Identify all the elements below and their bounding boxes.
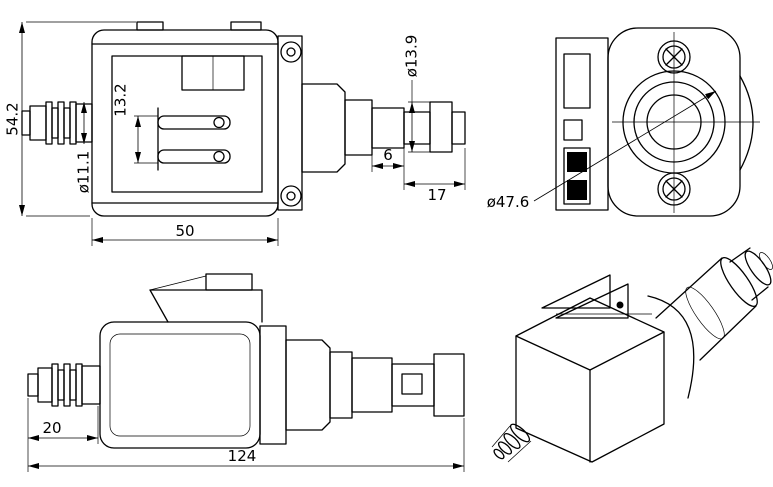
iso-flange-edge	[647, 295, 695, 399]
front-view-dimensions: ø47.6	[487, 90, 717, 211]
inlet-shaft	[81, 365, 101, 405]
inlet-rib	[75, 363, 83, 407]
iso-body-edge	[589, 331, 665, 371]
terminal-pin	[157, 149, 231, 164]
side-view	[21, 21, 466, 217]
dim-outlet-length: 17	[427, 186, 446, 204]
pump-neck	[351, 357, 393, 413]
bracket-edge-line	[149, 275, 207, 291]
side-view-dimensions: 54.2 ø11.1 13.2 ø13.9 6 17 50	[4, 21, 466, 246]
screw-cross-icon	[665, 180, 683, 198]
iso-inlet-edge	[507, 440, 532, 463]
inlet-rib	[69, 369, 77, 401]
screw-boss	[280, 41, 302, 63]
iso-cylinder-collar	[685, 286, 725, 340]
dim-neck-length: 6	[383, 146, 393, 164]
iso-tip-edge	[751, 286, 769, 301]
outlet-collar	[429, 101, 453, 153]
terminal-pin-hole	[213, 116, 225, 129]
iso-bracket-screw	[616, 301, 624, 309]
inlet-tip	[37, 367, 53, 403]
leader-line	[533, 90, 717, 202]
pump-step	[329, 351, 353, 419]
inlet-rib	[51, 363, 59, 407]
pump-neck	[371, 107, 405, 149]
terminal-key	[563, 119, 583, 141]
outlet-end-block	[433, 353, 465, 417]
dim-inlet-length: 20	[42, 419, 61, 437]
terminal-pin-end	[567, 180, 587, 200]
screw-boss	[280, 185, 302, 207]
terminal-pin-hole	[213, 150, 225, 163]
dim-outlet-collar-diameter: ø13.9	[403, 35, 421, 78]
bore-circle-inner	[646, 94, 702, 150]
coil-window	[111, 55, 263, 193]
iso-tip-nub	[759, 252, 773, 270]
dim-inlet-ribs-diameter: ø11.1	[75, 151, 93, 194]
iso-inlet-rib	[493, 448, 505, 460]
inlet-rib	[57, 369, 65, 401]
dim-overall-height: 54.2	[4, 102, 22, 135]
top-tab	[230, 21, 262, 31]
screw-head	[657, 172, 691, 206]
terminal-slot	[563, 53, 591, 109]
inlet-rib	[45, 101, 53, 145]
iso-cylinder-cap	[720, 257, 758, 307]
screw-head-inner	[662, 177, 686, 201]
iso-inlet-rib	[497, 441, 513, 455]
iso-inlet-rib	[503, 433, 521, 449]
iso-cylinder-edge	[699, 305, 757, 361]
iso-bracket-gusset	[541, 274, 611, 309]
inlet-rib	[51, 107, 59, 139]
screw-head	[657, 40, 691, 74]
solenoid-body-outline	[91, 29, 279, 217]
solenoid-body-outline	[99, 321, 261, 449]
inlet-tip-step	[27, 373, 39, 397]
top-view	[27, 273, 465, 449]
dim-overall-length: 124	[228, 447, 257, 465]
pump-step	[344, 99, 373, 156]
inlet-tip-step	[21, 110, 31, 136]
top-tab	[136, 21, 164, 31]
iso-body-edge	[515, 335, 591, 371]
screw-cross-icon	[665, 48, 683, 66]
dim-body-width: 50	[175, 222, 194, 240]
dim-terminal-pins-span: 13.2	[112, 83, 130, 116]
outlet-tube	[403, 111, 431, 145]
screw-head-inner	[662, 45, 686, 69]
bracket-tab	[205, 273, 253, 291]
outlet-tip	[451, 111, 466, 145]
terminal-pin-end	[567, 152, 587, 172]
screw-boss-center	[286, 191, 296, 201]
dim-flange-diameter: ø47.6	[487, 193, 530, 211]
terminal-slot	[563, 147, 591, 205]
front-view	[555, 27, 760, 217]
inlet-tip	[29, 105, 47, 141]
inlet-rib	[63, 107, 71, 139]
iso-bracket-gusset	[555, 283, 629, 319]
inlet-rib	[57, 101, 65, 145]
body-inner-line	[109, 333, 251, 437]
isometric-view	[491, 247, 773, 463]
bore-circle-middle	[633, 81, 715, 163]
outlet-square-port	[401, 373, 423, 395]
screw-boss-center	[286, 47, 296, 57]
iso-body-silhouette	[515, 297, 665, 463]
iso-inlet-edge	[491, 425, 511, 448]
inlet-rib	[69, 101, 77, 145]
pump-block	[285, 339, 331, 431]
iso-tip-cap	[744, 250, 772, 286]
iso-inlet-rib	[509, 423, 531, 443]
flange-plate	[259, 325, 287, 445]
inlet-rib	[63, 363, 71, 407]
outlet-block	[391, 363, 435, 407]
terminal-pin	[157, 115, 231, 130]
barrel-bulge	[739, 75, 754, 171]
mounting-bracket	[149, 289, 263, 323]
iso-cylinder-edge	[655, 257, 723, 319]
top-view-dimensions: 20 124	[27, 398, 465, 472]
iso-tip-edge	[729, 247, 751, 263]
pump-block	[301, 83, 346, 173]
